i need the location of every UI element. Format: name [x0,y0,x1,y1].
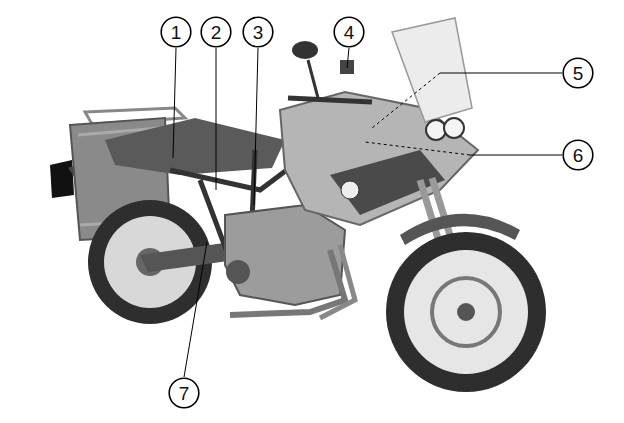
leader-line [440,73,562,74]
leader-line [216,48,217,190]
callout-number: 5 [562,57,594,89]
callout-circle: 1 [160,16,192,48]
callout-number: 1 [160,16,192,48]
callout-number: 2 [200,16,232,48]
callout-circle: 3 [242,16,274,48]
callout-circle: 7 [168,377,200,409]
leader-line [254,48,258,205]
callout-circle: 6 [562,139,594,171]
callout-number: 3 [242,16,274,48]
leader-line [347,48,349,68]
callout-number: 4 [333,16,365,48]
leader-line [365,142,470,155]
leader-line [184,242,207,377]
leader-line [470,155,562,156]
callout-number: 6 [562,139,594,171]
leader-line [372,73,440,128]
callout-number: 7 [168,377,200,409]
callout-circle: 4 [333,16,365,48]
callout-circle: 5 [562,57,594,89]
callout-circle: 2 [200,16,232,48]
leader-line [173,48,176,158]
